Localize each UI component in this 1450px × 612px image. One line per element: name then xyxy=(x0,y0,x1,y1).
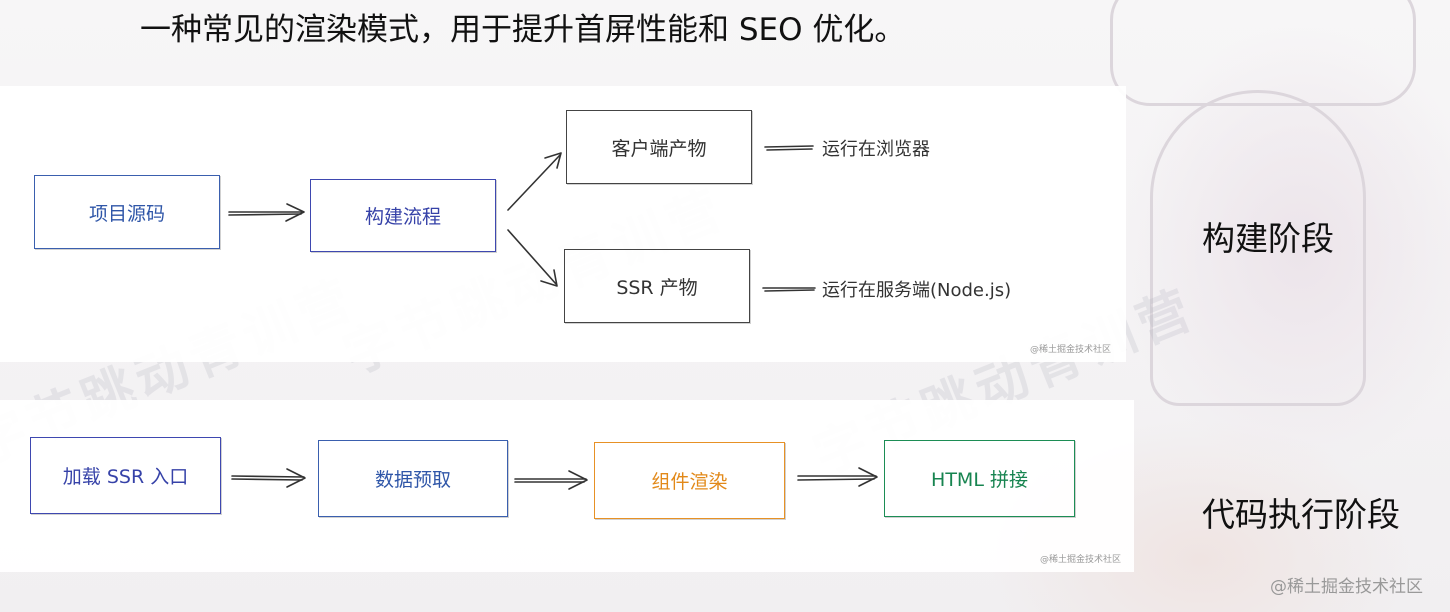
arrow-render-to-html xyxy=(797,467,878,487)
exec-stage-label: 代码执行阶段 xyxy=(1202,495,1400,534)
exec-flow-panel xyxy=(0,400,1134,572)
client-artifact-box: 客户端产物 xyxy=(566,110,752,184)
arrow-source-to-build xyxy=(228,203,305,222)
connector-ssr-note xyxy=(762,287,816,292)
arrow-build-to-client xyxy=(507,152,562,211)
html-concat-box: HTML 拼接 xyxy=(884,440,1075,517)
arrow-prefetch-to-render xyxy=(514,470,588,490)
build-flow-panel xyxy=(0,86,1126,362)
arrow-load-to-prefetch xyxy=(231,468,306,488)
background-decoration xyxy=(1150,90,1366,406)
load-ssr-entry-box: 加载 SSR 入口 xyxy=(30,437,221,514)
client-runtime-note: 运行在浏览器 xyxy=(822,139,930,160)
page-headline: 一种常见的渲染模式，用于提升首屏性能和 SEO 优化。 xyxy=(140,12,906,48)
page-credit: @稀土掘金技术社区 xyxy=(1270,577,1423,597)
build-flow-credit: @稀土掘金技术社区 xyxy=(1030,345,1112,355)
source-code-box: 项目源码 xyxy=(34,175,220,249)
connector-client-note xyxy=(764,145,814,151)
build-process-box: 构建流程 xyxy=(310,179,496,252)
ssr-runtime-note: 运行在服务端(Node.js) xyxy=(822,280,1012,301)
arrow-build-to-ssr xyxy=(507,229,558,287)
component-render-box: 组件渲染 xyxy=(594,442,785,519)
build-stage-label: 构建阶段 xyxy=(1202,219,1334,258)
data-prefetch-box: 数据预取 xyxy=(318,440,508,517)
exec-flow-credit: @稀土掘金技术社区 xyxy=(1040,555,1122,565)
ssr-artifact-box: SSR 产物 xyxy=(564,249,750,323)
